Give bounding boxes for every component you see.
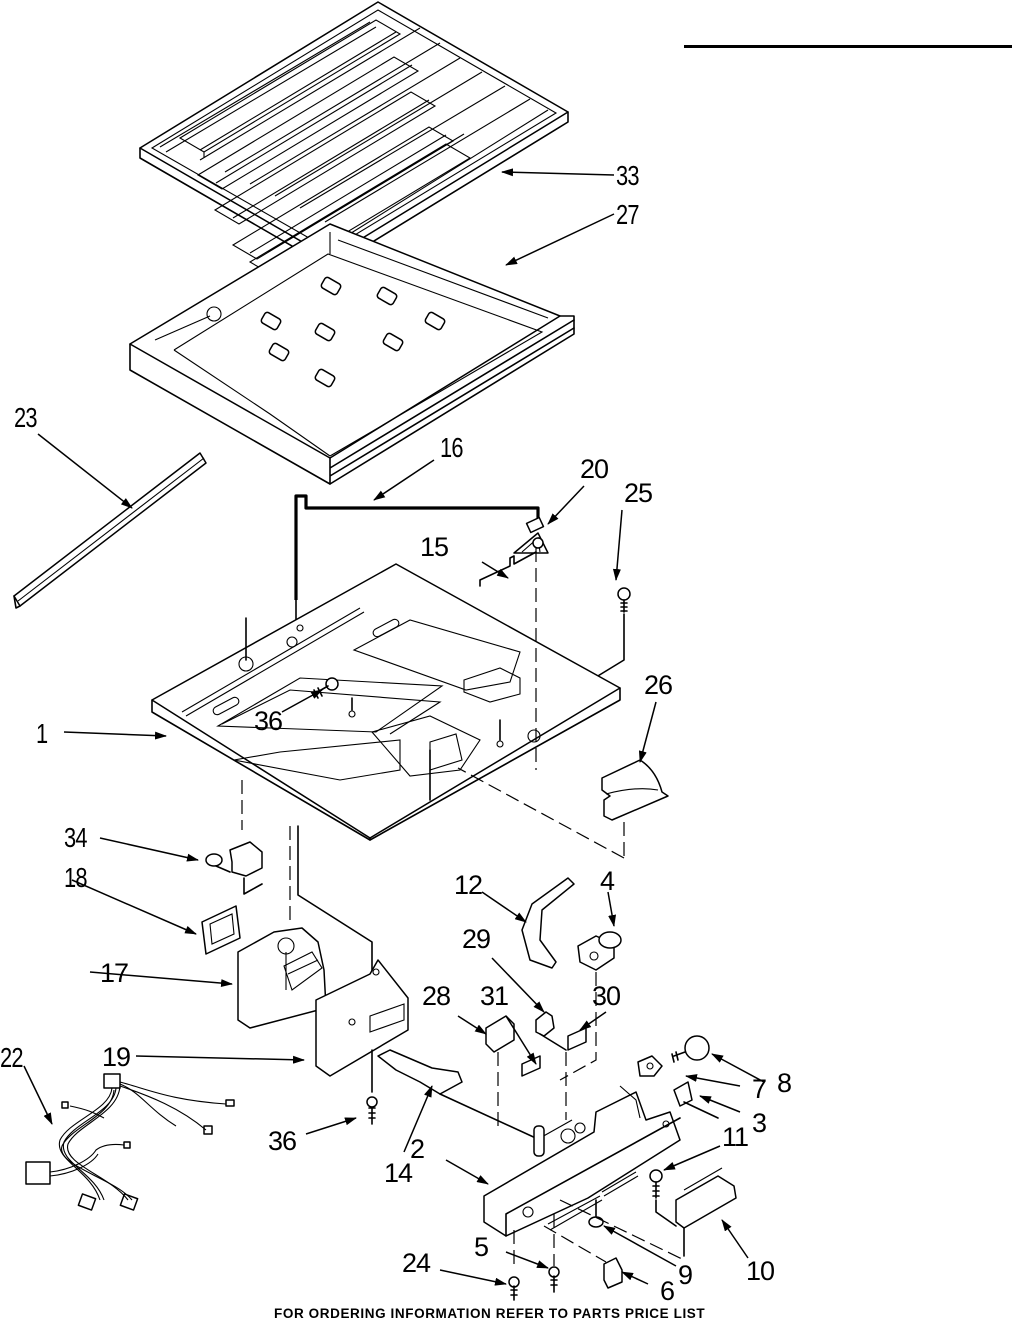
ordering-info-note: FOR ORDERING INFORMATION REFER TO PARTS … [274, 1306, 705, 1321]
callout-34: 34 [64, 824, 87, 852]
part-28-clip [486, 1016, 514, 1130]
callout-36-top: 36 [254, 708, 282, 735]
callout-18: 18 [64, 864, 87, 892]
callout-9: 9 [678, 1262, 692, 1289]
part-17-thermostat [238, 928, 326, 1028]
part-18-bezel [202, 906, 240, 954]
callout-11: 11 [722, 1124, 748, 1151]
part-6-switch [544, 1200, 680, 1288]
callout-16: 16 [440, 434, 463, 462]
part-10-switch-assembly [676, 1168, 736, 1256]
part-7-socket [638, 1056, 662, 1076]
part-22-wire-harness [26, 1074, 234, 1210]
callout-3: 3 [752, 1110, 766, 1137]
part-24-screw [509, 1230, 519, 1300]
leader-dashed [458, 768, 624, 858]
header-rule [684, 45, 1012, 48]
part-2-mounting-bracket [484, 1086, 680, 1236]
callout-10: 10 [746, 1258, 774, 1285]
part-20-bracket [514, 518, 548, 553]
callout-20: 20 [580, 456, 608, 483]
callout-28: 28 [422, 983, 450, 1010]
part-1-control-panel [152, 564, 620, 840]
part-31-label [522, 1056, 540, 1076]
part-8-light-bulb [672, 1036, 709, 1062]
part-34-knob [206, 842, 262, 894]
callout-19: 19 [102, 1044, 130, 1071]
part-19-control [316, 960, 408, 1092]
callout-2: 2 [410, 1136, 424, 1163]
callout-24: 24 [402, 1250, 430, 1277]
callout-22: 22 [0, 1044, 23, 1072]
callout-15: 15 [420, 534, 448, 561]
part-36-screw-bottom [367, 1097, 377, 1124]
part-26-light-shield [602, 760, 668, 820]
part-23-trim-strip [14, 453, 206, 608]
part-11-screw [650, 1170, 676, 1226]
part-15-clip [480, 552, 536, 586]
callout-5: 5 [474, 1234, 488, 1261]
part-9-nut [589, 1200, 603, 1227]
part-30-label [568, 1028, 586, 1050]
callout-25: 25 [624, 480, 652, 507]
callout-33: 33 [616, 162, 639, 190]
callout-31: 31 [480, 983, 508, 1010]
callout-7: 7 [752, 1076, 766, 1103]
callout-17: 17 [100, 960, 128, 987]
part-27-frame [130, 224, 574, 484]
part-12-arm [522, 878, 574, 968]
callout-6: 6 [660, 1278, 674, 1305]
part-14-bracket [378, 1050, 540, 1140]
callout-23: 23 [14, 404, 37, 432]
callout-30: 30 [592, 983, 620, 1010]
callout-12: 12 [454, 872, 482, 899]
callout-8: 8 [777, 1070, 791, 1097]
callout-14: 14 [384, 1160, 412, 1187]
callout-36-bottom: 36 [268, 1128, 296, 1155]
callout-29: 29 [462, 926, 490, 953]
callout-4: 4 [600, 868, 614, 895]
callout-1: 1 [36, 720, 47, 748]
callout-26: 26 [644, 672, 672, 699]
callout-27: 27 [616, 201, 639, 229]
